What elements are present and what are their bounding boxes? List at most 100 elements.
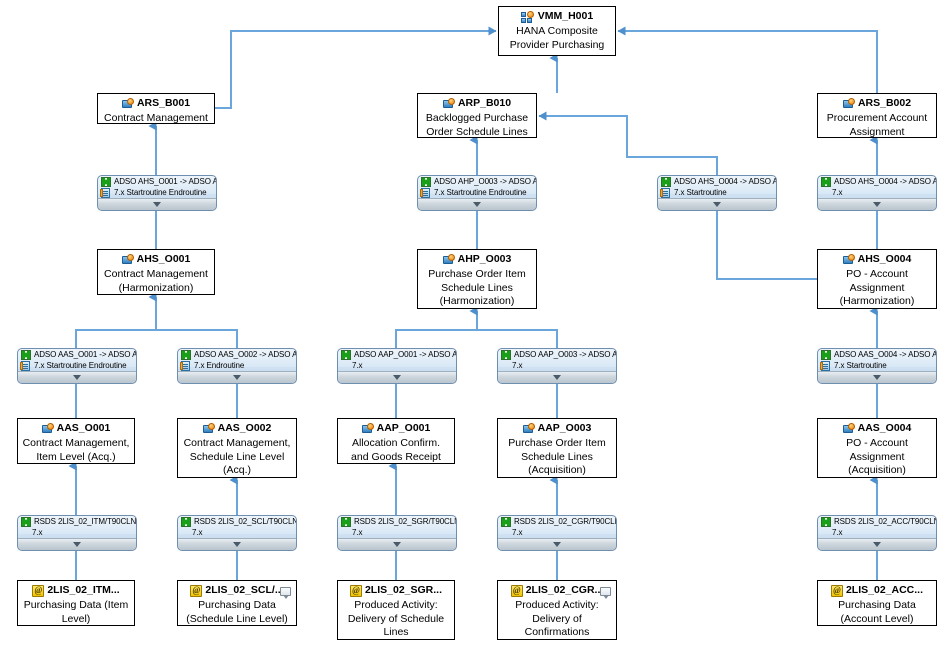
transformation-icon — [501, 350, 511, 360]
transformation-aas-o002-to-ahs[interactable]: ADSO AAS_O002 -> ADSO AH... 7.x Endrouti… — [177, 348, 297, 384]
transformation-version-label: 7.x Startroutine Endroutine — [114, 188, 207, 197]
expand-handle[interactable] — [498, 371, 616, 383]
expand-handle[interactable] — [338, 538, 456, 550]
transformation-routine-row: 7.x — [178, 527, 296, 538]
routine-script-icon — [20, 361, 31, 371]
transformation-label: RSDS 2LIS_02_SCL/T90CLNTO... — [194, 517, 296, 526]
transformation-routine-row: 7.x — [498, 527, 616, 538]
node-datasource-cgr[interactable]: @2LIS_02_CGR... Produced Activity:Delive… — [497, 580, 617, 640]
node-title: VMM_H001 — [537, 10, 594, 22]
infoprovider-cube-icon — [522, 422, 535, 435]
expand-handle[interactable] — [418, 198, 536, 210]
expand-handle[interactable] — [818, 371, 936, 383]
transformation-icon — [821, 177, 831, 187]
transformation-routine-row: 7.x — [498, 360, 616, 371]
transformation-routine-row: 7.x Startroutine Endroutine — [98, 187, 216, 198]
expand-handle[interactable] — [338, 371, 456, 383]
transformation-label: ADSO AAP_O001 -> ADSO AH... — [354, 350, 456, 359]
node-title: AAP_O001 — [376, 422, 431, 434]
expand-handle[interactable] — [178, 538, 296, 550]
expand-handle[interactable] — [18, 371, 136, 383]
comment-bubble-icon[interactable] — [280, 587, 291, 599]
transformation-icon — [341, 517, 351, 527]
expand-handle[interactable] — [498, 538, 616, 550]
transformation-aas-o004-to-ahs[interactable]: ADSO AAS_O004 -> ADSO AH... 7.x Startrou… — [817, 348, 937, 384]
transformation-rsds-cgr[interactable]: RSDS 2LIS_02_CGR/T90CLNTO... 7.x — [497, 515, 617, 551]
transformation-ahs-o004-to-ars[interactable]: ADSO AHS_O004 -> ADSO AR... 7.x — [817, 175, 937, 211]
transformation-version-label: 7.x — [352, 361, 363, 370]
expand-handle[interactable] — [658, 198, 776, 210]
node-title: ARS_B002 — [857, 97, 912, 109]
transformation-source-target-row: ADSO AAP_O003 -> ADSO AH... — [498, 349, 616, 360]
expand-handle[interactable] — [818, 198, 936, 210]
node-datasource-sgr[interactable]: @2LIS_02_SGR... Produced Activity:Delive… — [337, 580, 455, 640]
node-ahs-o001[interactable]: AHS_O001 Contract Management(Harmonizati… — [97, 249, 215, 295]
transformation-label: ADSO AAS_O002 -> ADSO AH... — [194, 350, 296, 359]
transformation-routine-row: 7.x — [818, 527, 936, 538]
node-datasource-acc[interactable]: @2LIS_02_ACC... Purchasing Data(Account … — [817, 580, 937, 626]
transformation-version-label: 7.x — [352, 528, 363, 537]
transformation-source-target-row: RSDS 2LIS_02_SGR/T90CLNTO... — [338, 516, 456, 527]
node-datasource-scl[interactable]: @2LIS_02_SCL/... Purchasing Data(Schedul… — [177, 580, 297, 626]
transformation-version-label: 7.x Startroutine Endroutine — [434, 188, 527, 197]
expand-handle[interactable] — [98, 198, 216, 210]
node-title: AAS_O001 — [56, 422, 111, 434]
node-description: Contract Management,Item Level (Acq.) — [22, 437, 130, 463]
transformation-aap-o003-to-ahp[interactable]: ADSO AAP_O003 -> ADSO AH... 7.x — [497, 348, 617, 384]
node-title: 2LIS_02_SGR... — [364, 584, 443, 596]
transformation-rsds-acc[interactable]: RSDS 2LIS_02_ACC/T90CLNTO... 7.x — [817, 515, 937, 551]
expand-handle[interactable] — [178, 371, 296, 383]
infoprovider-cube-icon — [442, 97, 455, 110]
node-description: Contract Management,Schedule Line Level(… — [183, 437, 291, 477]
transformation-label: RSDS 2LIS_02_ITM/T90CLNTO... — [34, 517, 136, 526]
transformation-source-target-row: ADSO AHP_O003 -> ADSO AR... — [418, 176, 536, 187]
transformation-routine-row: 7.x — [18, 527, 136, 538]
transformation-ahs-o001-to-ars[interactable]: ADSO AHS_O001 -> ADSO AR... 7.x Startrou… — [97, 175, 217, 211]
node-description: Contract Management — [104, 112, 208, 125]
transformation-label: ADSO AAP_O003 -> ADSO AH... — [514, 350, 616, 359]
transformation-routine-row: 7.x Endroutine — [178, 360, 296, 371]
transformation-version-label: 7.x — [832, 528, 843, 537]
node-aas-o001[interactable]: AAS_O001 Contract Management,Item Level … — [17, 418, 135, 464]
transformation-routine-row: 7.x Startroutine Endroutine — [18, 360, 136, 371]
transformation-ahs-o004-to-arp[interactable]: ADSO AHS_O004 -> ADSO AR... 7.x Startrou… — [657, 175, 777, 211]
transformation-rsds-scl[interactable]: RSDS 2LIS_02_SCL/T90CLNTO... 7.x — [177, 515, 297, 551]
node-ars-b001[interactable]: ARS_B001 Contract Management — [97, 93, 215, 124]
node-description: Purchasing Data(Schedule Line Level) — [186, 599, 288, 625]
comment-bubble-icon[interactable] — [600, 587, 611, 599]
node-aas-o002[interactable]: AAS_O002 Contract Management,Schedule Li… — [177, 418, 297, 478]
node-title: 2LIS_02_SCL/... — [205, 584, 284, 596]
node-aap-o001[interactable]: AAP_O001 Allocation Confirm.and Goods Re… — [337, 418, 455, 464]
node-title: AAS_O004 — [857, 422, 912, 434]
expand-handle[interactable] — [818, 538, 936, 550]
node-title: AHS_O001 — [136, 253, 191, 265]
datasource-icon: @ — [830, 584, 843, 597]
transformation-aap-o001-to-ahp[interactable]: ADSO AAP_O001 -> ADSO AH... 7.x — [337, 348, 457, 384]
transformation-rsds-sgr[interactable]: RSDS 2LIS_02_SGR/T90CLNTO... 7.x — [337, 515, 457, 551]
infoprovider-cube-icon — [121, 253, 134, 266]
node-description: Purchasing Data(Account Level) — [838, 599, 916, 625]
transformation-rsds-itm[interactable]: RSDS 2LIS_02_ITM/T90CLNTO... 7.x — [17, 515, 137, 551]
transformation-ahp-o003-to-ars[interactable]: ADSO AHP_O003 -> ADSO AR... 7.x Startrou… — [417, 175, 537, 211]
transformation-icon — [821, 517, 831, 527]
transformation-aas-o001-to-ahs[interactable]: ADSO AAS_O001 -> ADSO AH... 7.x Startrou… — [17, 348, 137, 384]
datasource-icon: @ — [510, 584, 523, 597]
expand-handle[interactable] — [18, 538, 136, 550]
transformation-label: ADSO AHS_O004 -> ADSO AR... — [834, 177, 936, 186]
transformation-icon — [501, 517, 511, 527]
